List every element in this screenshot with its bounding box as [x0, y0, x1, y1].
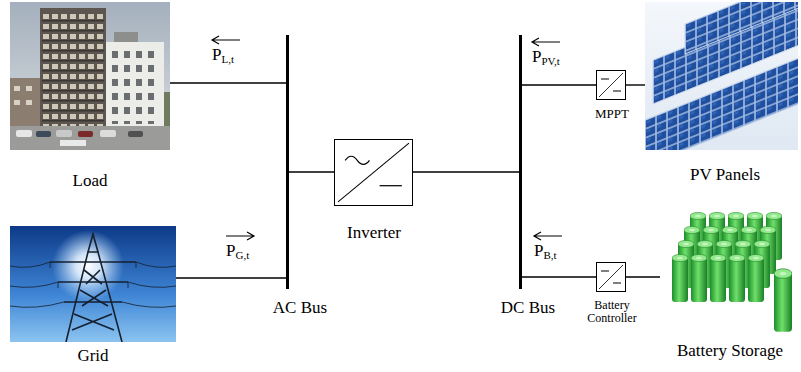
- power-line: [626, 276, 660, 277]
- flow-label: PL,t: [210, 34, 242, 64]
- node-label: Inverter: [347, 223, 401, 242]
- power-subscript: L,t: [221, 53, 234, 65]
- power-line: [522, 276, 596, 277]
- node-label: Load: [73, 171, 108, 190]
- flow-arrow: [210, 34, 242, 46]
- flow-arrow: [530, 36, 562, 48]
- power-line: [289, 171, 334, 172]
- converter-box: Battery Controller: [596, 262, 626, 292]
- building-photo: [10, 2, 170, 150]
- flow-label: PG,t: [224, 230, 256, 260]
- power-subscript: G,t: [235, 249, 249, 261]
- node-label: DC Bus: [501, 298, 555, 317]
- bus-bar: AC Bus: [286, 35, 289, 289]
- node-label: PV Panels: [690, 165, 760, 184]
- power-symbol: PPV,t: [530, 48, 562, 66]
- bus-bar: DC Bus: [519, 35, 522, 289]
- power-symbol: PL,t: [210, 46, 242, 64]
- battery-cells-photo: [660, 205, 796, 337]
- power-line: [626, 84, 645, 85]
- flow-arrow: [532, 230, 564, 242]
- solar-panel-photo: [645, 2, 798, 150]
- grid-photo: Grid: [10, 226, 176, 342]
- power-subscript: B,t: [543, 249, 556, 261]
- flow-label: PB,t: [532, 230, 564, 260]
- converter-box: Inverter: [334, 139, 413, 206]
- load-photo: Load: [10, 2, 170, 150]
- power-line: [413, 171, 519, 172]
- flow-arrow-shape: [226, 232, 254, 240]
- inverter-symbol: [335, 140, 412, 205]
- dc-converter-symbol: [597, 71, 625, 99]
- power-symbol: PB,t: [532, 242, 564, 260]
- power-line: [522, 84, 596, 85]
- dc-converter-symbol: [597, 263, 625, 291]
- pv-photo: PV Panels: [645, 2, 798, 150]
- power-line: [170, 82, 286, 83]
- flow-arrow: [224, 230, 256, 242]
- power-subscript: PV,t: [541, 55, 559, 67]
- node-label: MPPT: [595, 107, 629, 122]
- flow-arrow-shape: [532, 38, 560, 46]
- node-label: Battery Storage: [677, 341, 783, 360]
- power-symbol: PG,t: [224, 242, 256, 260]
- node-label: Grid: [77, 346, 108, 365]
- flow-arrow-shape: [212, 36, 240, 44]
- power-pylon-photo: [10, 226, 176, 342]
- power-line: [176, 277, 286, 278]
- battery-photo: Battery Storage: [660, 205, 796, 337]
- flow-arrow-shape: [534, 232, 562, 240]
- node-label: AC Bus: [273, 298, 327, 317]
- converter-box: MPPT: [596, 70, 626, 100]
- flow-label: PPV,t: [530, 36, 562, 66]
- node-label: Battery Controller: [576, 299, 648, 326]
